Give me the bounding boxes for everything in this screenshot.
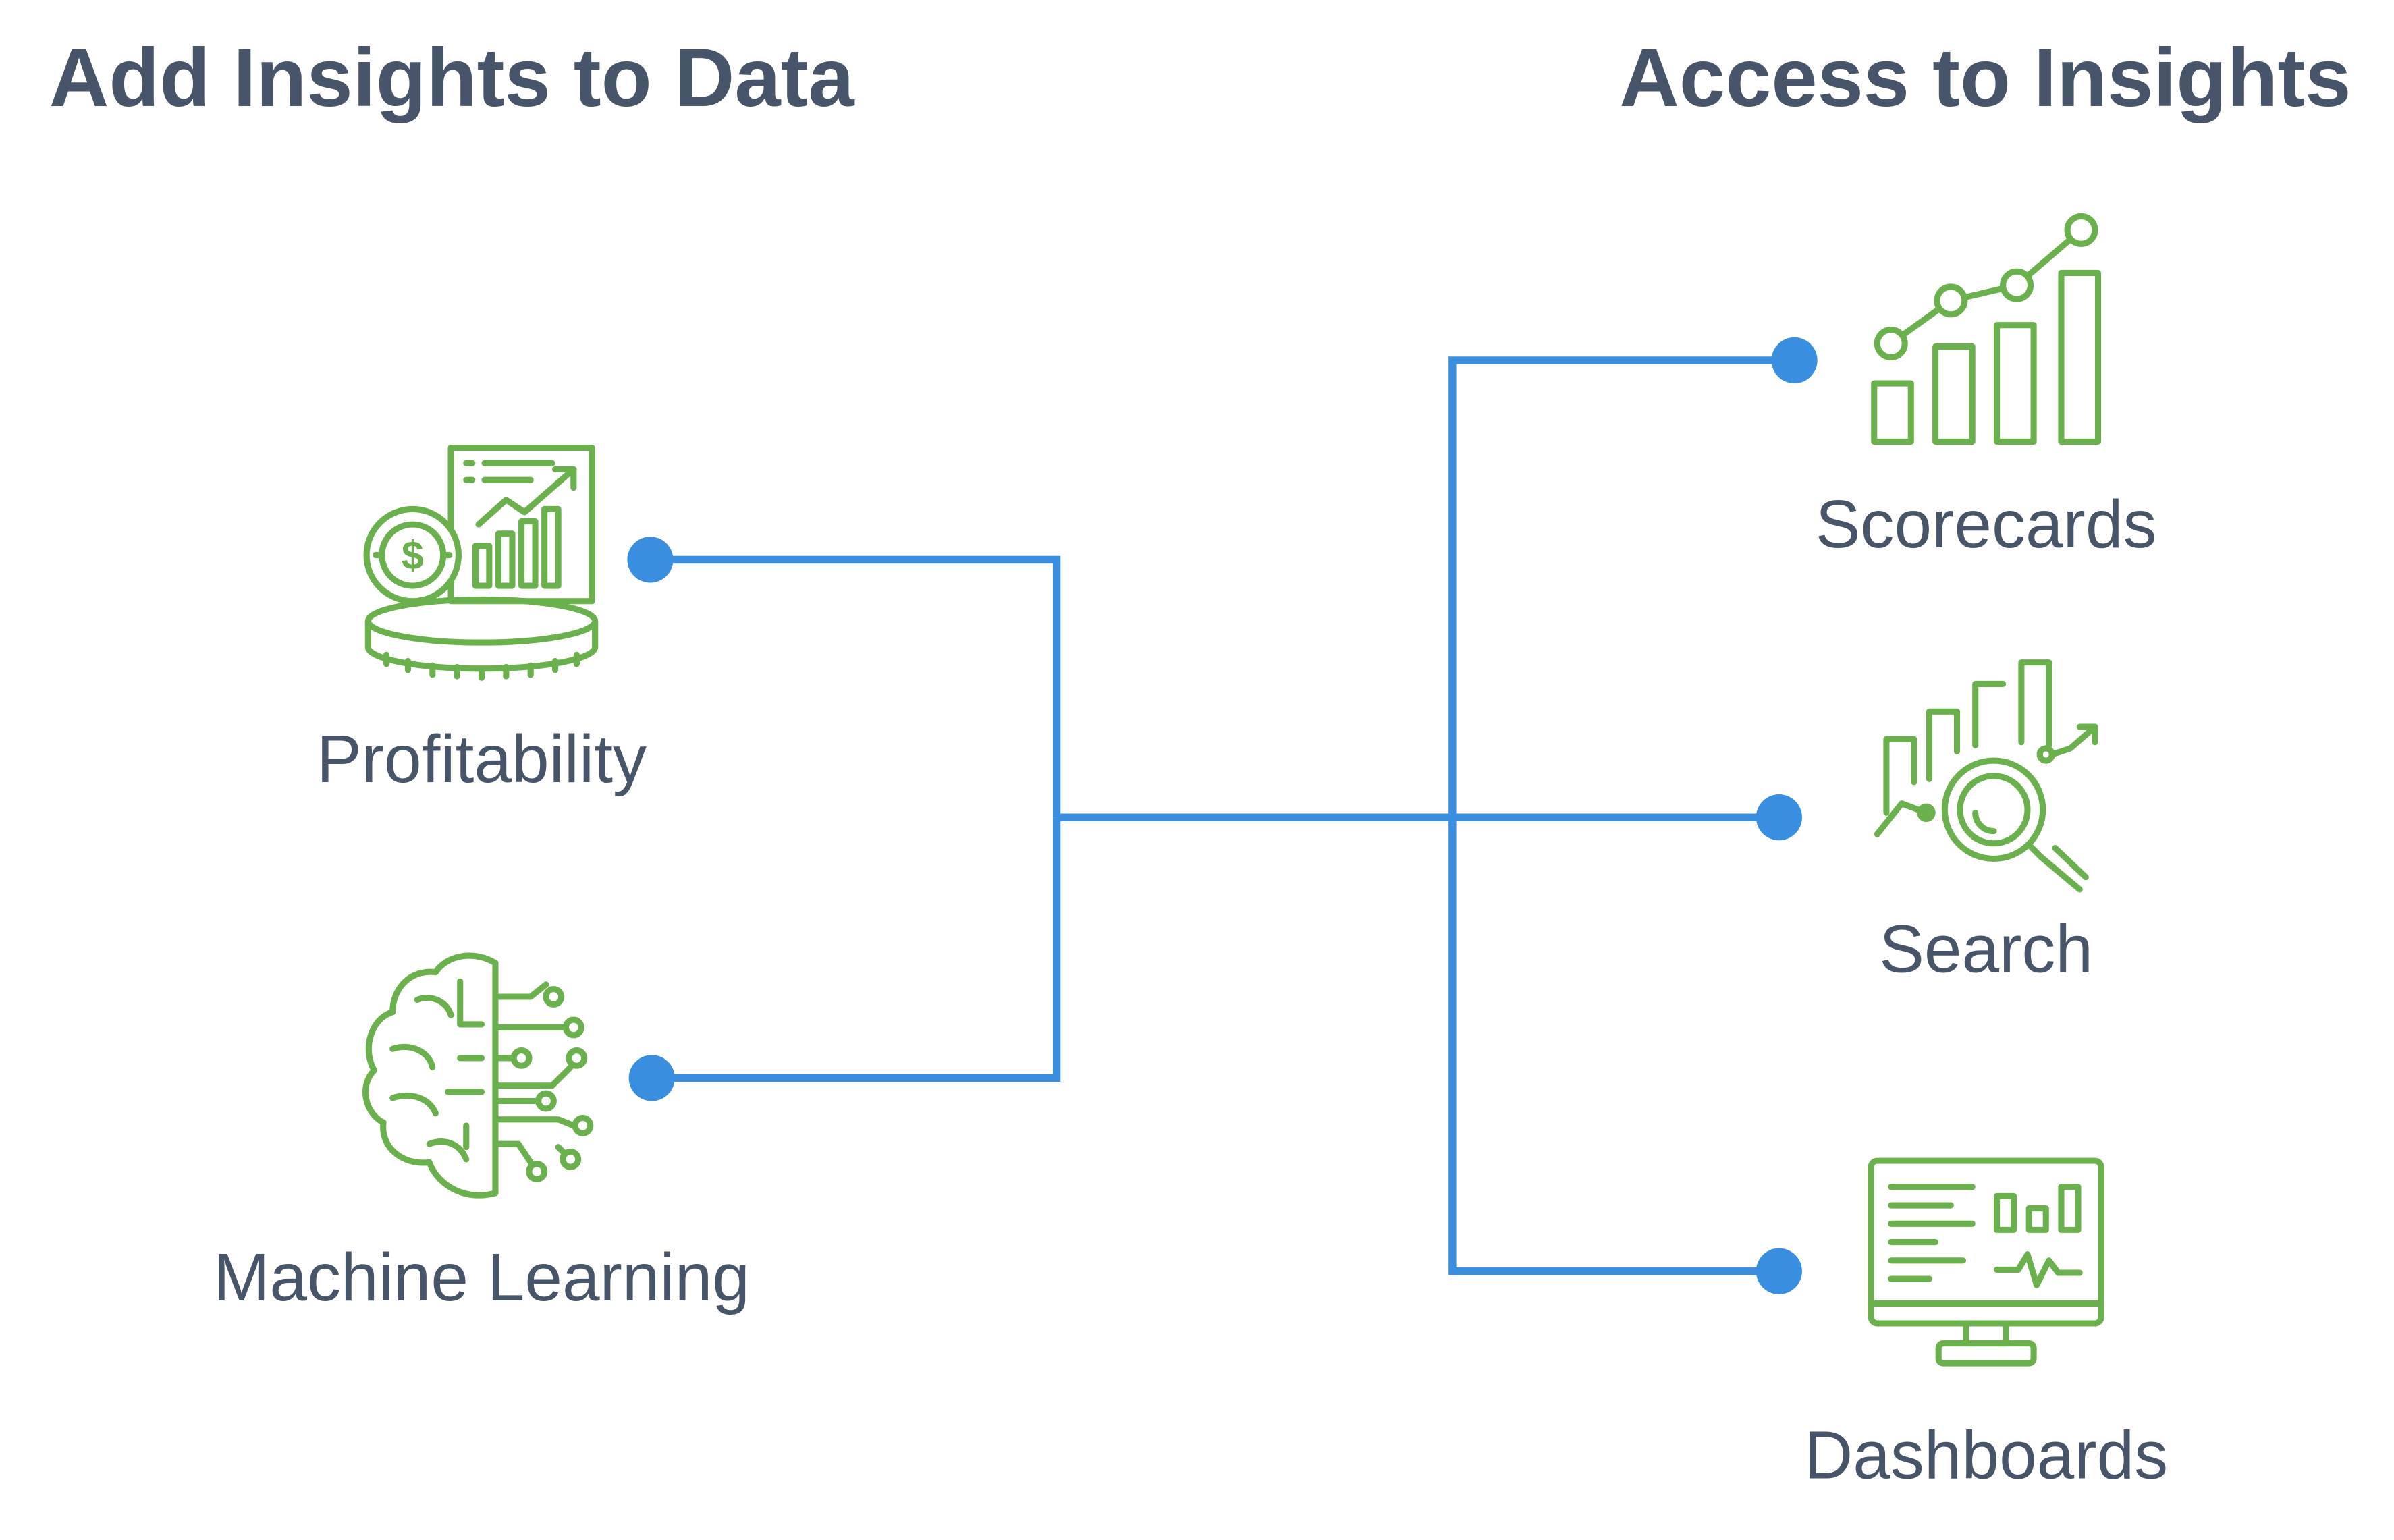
machine-learning-icon [362,952,594,1199]
connector-profitability [650,555,1061,818]
profitability-icon: $ [363,444,599,681]
label-dashboards: Dashboards [1804,1418,2169,1494]
dashboards-icon [1868,1157,2104,1367]
left-section-title: Add Insights to Data [49,32,854,125]
search-analytics-icon [1874,659,2098,893]
connector-right-bus [1448,356,1795,1275]
dot-machine-learning [628,1055,675,1101]
dot-search [1756,794,1802,841]
svg-text:$: $ [402,533,424,578]
connector-machine-learning [650,817,1061,1082]
dot-profitability [627,537,674,583]
dot-scorecards [1771,337,1818,384]
label-machine-learning: Machine Learning [213,1240,750,1316]
connector-lines [650,356,1795,1275]
label-search: Search [1879,912,2094,988]
right-section-title: Access to Insights [1619,32,2351,125]
dot-dashboards [1756,1248,1802,1294]
label-scorecards: Scorecards [1815,487,2157,563]
scorecards-icon [1871,213,2102,445]
label-profitability: Profitability [317,722,647,798]
